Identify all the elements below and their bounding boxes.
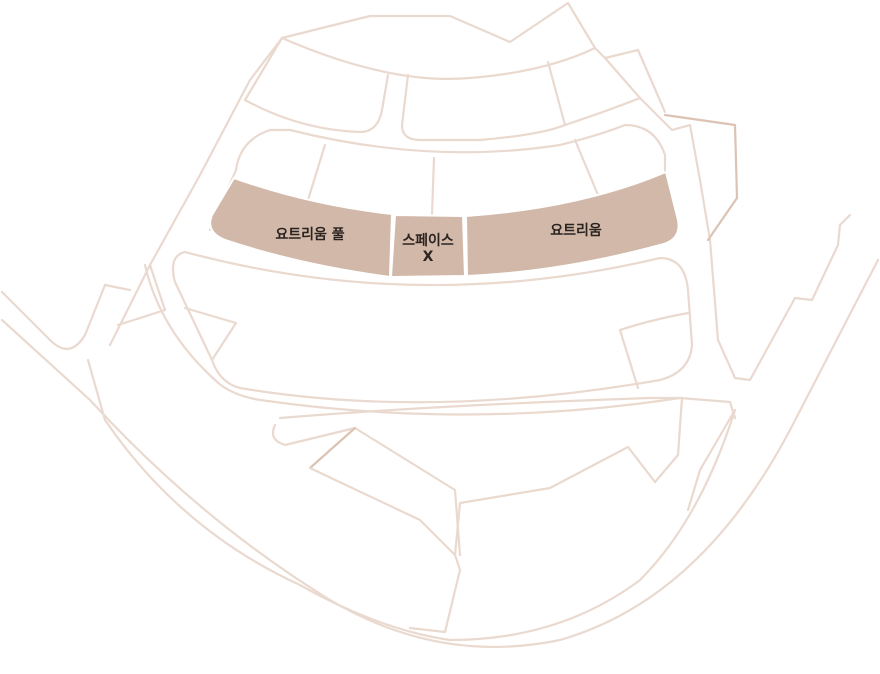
middle-ring [143, 263, 737, 420]
top-right-block [563, 56, 642, 127]
lower-hall-diagonal [308, 426, 357, 470]
zone-atrium-pool-label: 요트리움 풀 [275, 227, 344, 243]
zone-atrium-pool[interactable] [209, 176, 394, 279]
left-annex [116, 263, 167, 327]
upper-hall-divider-1 [306, 143, 327, 202]
upper-hall-divider-2 [430, 156, 436, 217]
outer-ring-road [86, 358, 737, 642]
lower-hall-outline [278, 396, 684, 557]
zone-atrium-label: 요트리움 [550, 223, 602, 239]
outer-road-upper-edge [0, 283, 132, 350]
right-road [688, 123, 852, 382]
top-ring-inner [243, 36, 390, 134]
lower-right-road [686, 408, 737, 512]
middle-hall-left-room [183, 306, 238, 362]
zone-space-x[interactable] [389, 213, 467, 279]
lower-hall-inner [271, 423, 462, 557]
top-center-block [400, 60, 567, 142]
zone-space-x-label-line1: 스페이스 [402, 232, 454, 249]
zone-atrium[interactable] [464, 170, 680, 278]
lower-left-block [308, 466, 462, 634]
right-service-inner [638, 96, 692, 132]
top-arc [280, 36, 597, 81]
upper-hall-outline [234, 123, 667, 174]
zone-space-x-label-line2: X [423, 249, 434, 265]
left-access-road [108, 36, 284, 347]
upper-hall-divider-3 [573, 138, 600, 197]
middle-hall-outline [171, 250, 694, 404]
top-building-outline [280, 1, 667, 114]
right-service-building [663, 113, 739, 242]
outer-road-lower-edge [0, 258, 880, 648]
middle-hall-right-room [618, 311, 690, 390]
